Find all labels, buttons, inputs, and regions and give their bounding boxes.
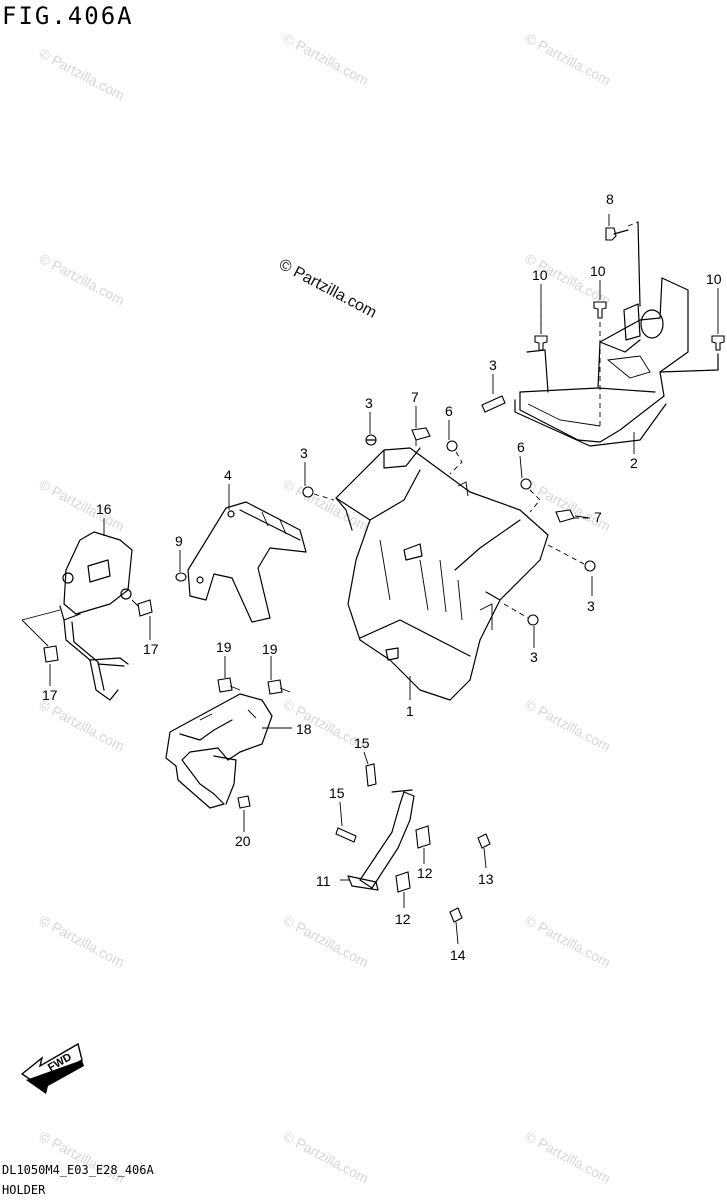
bolt-19-left — [217, 677, 241, 693]
callout-15: 13 — [478, 871, 494, 887]
bolt-17-right — [131, 599, 153, 617]
callout-10: 10 — [532, 267, 548, 283]
cushion-12-lower — [395, 871, 411, 893]
bolt-20 — [237, 795, 251, 809]
callout-5: 3 — [489, 357, 497, 373]
nut-7-top — [411, 427, 431, 446]
bolt-10-center — [593, 301, 607, 430]
part-2-holder — [514, 277, 689, 447]
callout-4: 4 — [224, 467, 232, 483]
callout-17: 17 — [143, 641, 159, 657]
part-18-bracket — [165, 693, 273, 809]
figure-name: HOLDER — [2, 1183, 46, 1197]
callout-19: 19 — [262, 641, 278, 657]
callout-20: 20 — [235, 833, 251, 849]
figure-code: DL1050M4_E03_E28_406A — [2, 1163, 154, 1177]
part-11-band — [347, 789, 415, 891]
part-16-bracket — [59, 531, 133, 701]
callout-3: 3 — [300, 445, 308, 461]
screw-3-left — [302, 486, 335, 501]
callout-7: 7 — [594, 509, 602, 525]
callout-11: 11 — [316, 873, 331, 889]
callout-16: 16 — [96, 501, 112, 517]
fwd-arrow-icon: FWD — [20, 1042, 84, 1094]
callouts: 8 10 10 10 3 2 3 7 6 3 6 7 3 3 4 9 16 17… — [42, 191, 722, 963]
callout-14: 15 — [354, 735, 370, 751]
callout-3: 3 — [587, 598, 595, 614]
callout-3: 3 — [365, 395, 373, 411]
grommet-9 — [175, 572, 187, 582]
callout-12: 12 — [417, 865, 433, 881]
screw-3-top — [365, 434, 377, 446]
part-4-bracket — [187, 501, 307, 623]
callout-8: 8 — [606, 191, 614, 207]
figure-title: FIG.406A — [2, 2, 134, 30]
nut-7-right — [555, 509, 590, 523]
callout-9: 9 — [175, 533, 183, 549]
callout-10: 10 — [590, 263, 606, 279]
grommet-6-top — [446, 440, 463, 475]
grommet-6-right — [520, 478, 541, 513]
callout-13: 15 — [329, 785, 345, 801]
bolt-13 — [335, 827, 357, 843]
screw-3-right — [547, 544, 596, 572]
callout-15: 14 — [450, 947, 466, 963]
nut-15-upper — [477, 833, 491, 849]
bolt-14 — [365, 763, 377, 787]
rubber-5 — [481, 395, 506, 413]
callout-12: 12 — [395, 911, 411, 927]
callout-17: 17 — [42, 687, 58, 703]
nut-15-lower — [449, 907, 463, 923]
part-1-holder — [335, 447, 549, 701]
callout-3: 3 — [530, 649, 538, 665]
callout-10: 10 — [706, 271, 722, 287]
callout-19: 19 — [216, 639, 232, 655]
bolt-8 — [605, 221, 641, 307]
bolt-19-right — [267, 679, 291, 695]
screw-3-lower — [503, 603, 539, 626]
leader-lines — [49, 214, 719, 945]
callout-18: 18 — [296, 721, 312, 737]
cushion-12-upper — [415, 825, 431, 849]
bolt-17-left — [21, 609, 61, 663]
callout-6: 6 — [445, 403, 453, 419]
callout-6: 6 — [517, 439, 525, 455]
callout-2: 2 — [630, 455, 638, 471]
callout-7: 7 — [411, 389, 419, 405]
callout-1: 1 — [406, 703, 414, 719]
bolt-10-right — [659, 335, 725, 373]
